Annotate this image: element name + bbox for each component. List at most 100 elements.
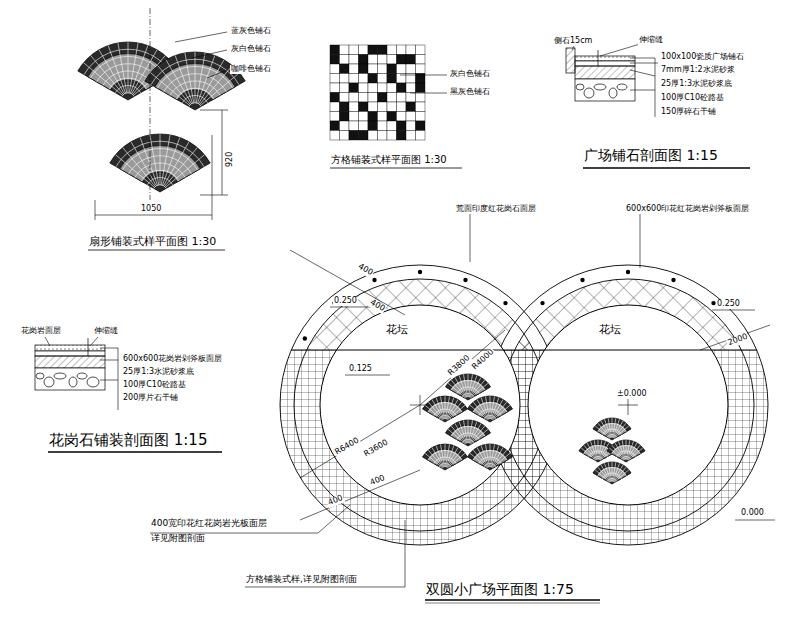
rubble-stone <box>609 88 617 98</box>
lamp-dot <box>463 278 467 282</box>
check-tile <box>387 93 397 103</box>
check-tile <box>397 83 407 93</box>
check-tile <box>349 64 359 74</box>
fan-joint <box>492 402 507 420</box>
lamp-dot <box>303 336 307 340</box>
annotation-label: 蓝灰色铺石 <box>230 27 272 36</box>
check-tile <box>359 83 369 93</box>
check-tile <box>349 102 359 112</box>
fan-joint <box>165 155 204 188</box>
fan-joint <box>463 420 467 443</box>
check-tile <box>387 45 397 55</box>
fan-joint <box>185 53 194 103</box>
check-tile <box>397 55 407 65</box>
annotation-label: ±0.000 <box>616 390 648 399</box>
fan-joint <box>614 470 629 482</box>
annotation-label: 侧石15cm <box>553 37 593 46</box>
fan-joint <box>150 135 159 185</box>
fan-joint <box>158 66 191 105</box>
check-tile <box>368 131 378 141</box>
check-tile <box>416 93 426 103</box>
check-tile <box>359 93 369 103</box>
fan-joint <box>470 429 488 444</box>
check-tile <box>340 121 350 131</box>
check-tile <box>406 121 416 131</box>
check-tile <box>378 45 388 55</box>
check-tile <box>330 64 340 74</box>
check-tile <box>397 112 407 122</box>
fan-joint <box>163 142 189 186</box>
check-tile <box>397 121 407 131</box>
check-tile <box>359 121 369 131</box>
check-tile <box>387 64 397 74</box>
check-tile <box>378 55 388 65</box>
annotation-label: 0.000 <box>740 509 765 518</box>
check-tile <box>340 112 350 122</box>
annotation-label: 黑灰色铺石 <box>449 88 491 97</box>
check-tile <box>406 55 416 65</box>
fan-paving <box>467 396 512 422</box>
check-tile <box>378 64 388 74</box>
check-tile <box>397 102 407 112</box>
check-tile <box>387 74 397 84</box>
check-tile <box>340 74 350 84</box>
check-tile <box>368 74 378 84</box>
check-tile <box>406 131 416 141</box>
check-tile <box>368 45 378 55</box>
fan-joint <box>470 383 488 398</box>
rubble-stone <box>617 84 627 90</box>
check-tile <box>406 112 416 122</box>
lamp-dot <box>540 301 544 305</box>
check-tile <box>378 102 388 112</box>
annotation-label: 100厚C10砼路基 <box>122 381 187 390</box>
fan-paving <box>422 396 467 422</box>
fan-joint <box>598 440 599 459</box>
fan-joint <box>130 45 147 93</box>
annotation-label: 0.125 <box>348 365 373 374</box>
fan-joint <box>445 396 446 419</box>
check-tile <box>387 55 397 65</box>
check-tile <box>387 121 397 131</box>
check-tile <box>349 112 359 122</box>
check-tile <box>406 45 416 55</box>
check-tile <box>330 121 340 131</box>
fan-joint <box>118 43 127 93</box>
check-tile <box>387 131 397 141</box>
annotation-label: 100x100瓷质广场铺石 <box>660 53 745 62</box>
check-tile <box>349 45 359 55</box>
check-tile <box>416 45 426 55</box>
lamp-dot <box>626 270 630 274</box>
check-tile <box>349 131 359 141</box>
annotation-label: 7mm厚1:2水泥砂浆 <box>660 66 736 75</box>
fan-joint <box>614 426 629 438</box>
lamp-dot <box>503 301 507 305</box>
annotation-label: 1050 <box>140 205 162 214</box>
check-tile <box>397 64 407 74</box>
annotation-label: 扇形铺装式样平面图 1:30 <box>88 236 217 248</box>
fan-paving <box>607 440 645 462</box>
check-tile <box>368 102 378 112</box>
rubble-stone <box>594 84 606 90</box>
check-tile <box>368 93 378 103</box>
lamp-dot <box>671 278 675 282</box>
annotation-label: 150厚碎石干铺 <box>660 108 717 117</box>
fan-joint <box>196 53 205 103</box>
check-tile <box>330 102 340 112</box>
fan-joint <box>175 55 192 103</box>
fan-joint <box>200 73 239 106</box>
check-tile <box>387 112 397 122</box>
fan-joint <box>91 56 124 95</box>
fan-joint <box>199 66 232 105</box>
lamp-dot <box>418 270 422 274</box>
check-tile <box>378 112 388 122</box>
fan-joint <box>490 396 491 419</box>
fan-joint <box>164 148 197 187</box>
check-tile <box>359 64 369 74</box>
annotation-label: 伸缩缝 <box>93 327 119 336</box>
check-tile <box>340 93 350 103</box>
annotation-label: 400宽印花红花岗岩光板面层 <box>150 519 268 529</box>
check-tile <box>368 112 378 122</box>
fan-joint <box>447 402 462 420</box>
check-tile <box>340 55 350 65</box>
fan-joint <box>604 463 611 481</box>
